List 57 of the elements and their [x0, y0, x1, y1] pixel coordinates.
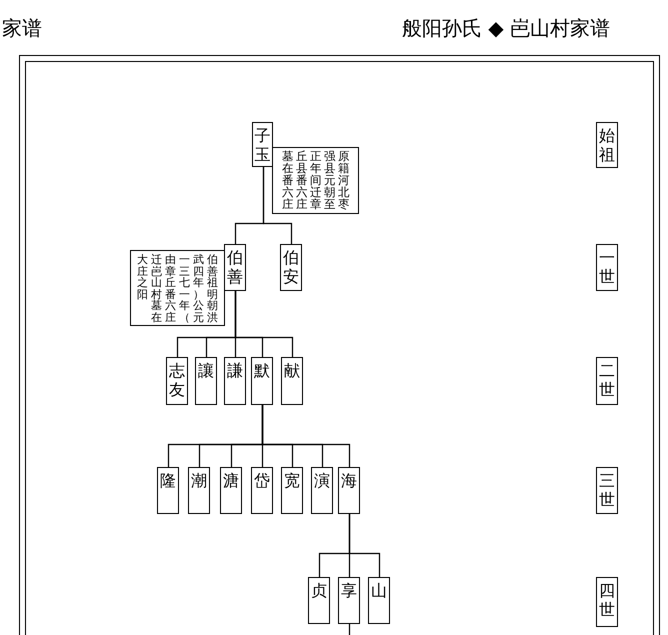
generation-label: 一世 — [598, 248, 616, 286]
person-box — [220, 467, 242, 514]
person-box — [311, 467, 333, 514]
person-box — [368, 577, 390, 624]
generation-box — [596, 577, 618, 627]
person-name: 溏 — [222, 471, 240, 490]
person-name: 潮 — [190, 471, 208, 490]
page-header: 家谱 — [2, 18, 42, 38]
person-box — [308, 577, 330, 624]
person-name: 演 — [313, 471, 331, 490]
person-name: 謙 — [226, 361, 244, 380]
page-header: 般阳孙氏 ◆ 岜山村家谱 — [402, 18, 610, 38]
person-box — [224, 244, 246, 291]
person-box — [281, 357, 303, 405]
connector-line — [348, 514, 380, 577]
person-name: 岱 — [253, 471, 271, 490]
person-name: 志友 — [168, 361, 186, 399]
generation-label: 始祖 — [598, 126, 616, 164]
person-box — [251, 467, 273, 514]
generation-box — [596, 122, 618, 168]
person-box — [224, 357, 246, 405]
person-name: 献 — [283, 361, 301, 380]
person-box — [251, 357, 273, 405]
person-name: 子玉 — [254, 126, 272, 164]
person-box — [195, 357, 217, 405]
generation-box — [596, 244, 618, 291]
generation-box — [596, 357, 618, 405]
note-text: 原籍河北枣强县元朝至正年间迁章丘县番六庄墓在番六庄 — [281, 151, 350, 211]
connector-line — [348, 624, 350, 635]
person-box — [281, 467, 303, 514]
person-name: 默 — [253, 361, 271, 380]
person-name: 隆 — [159, 471, 177, 490]
connector-line — [262, 405, 350, 467]
person-name: 伯善 — [226, 248, 244, 286]
generation-label: 四世 — [598, 581, 616, 619]
person-box — [166, 357, 188, 405]
person-name: 海 — [340, 471, 358, 490]
generation-label: 三世 — [598, 471, 616, 509]
connector-line — [262, 167, 292, 244]
note-box — [272, 147, 359, 214]
person-box — [252, 122, 273, 167]
person-box — [338, 577, 360, 624]
note-text: 伯善祖明朝洪武四年（公元一三七一年）由章丘番六庄迁岜山村墓在大庄之阳 — [136, 254, 219, 324]
connector-line — [234, 291, 294, 357]
person-name: 伯安 — [282, 248, 300, 286]
person-name: 宽 — [283, 471, 301, 490]
generation-label: 二世 — [598, 361, 616, 399]
person-name: 享 — [340, 581, 358, 600]
note-box — [130, 250, 225, 326]
person-name: 讓 — [197, 361, 215, 380]
person-box — [280, 244, 302, 291]
person-box — [338, 467, 360, 514]
person-name: 贞 — [310, 581, 328, 600]
person-box — [188, 467, 210, 514]
generation-box — [596, 467, 618, 514]
person-name: 山 — [370, 581, 388, 600]
person-box — [157, 467, 179, 514]
